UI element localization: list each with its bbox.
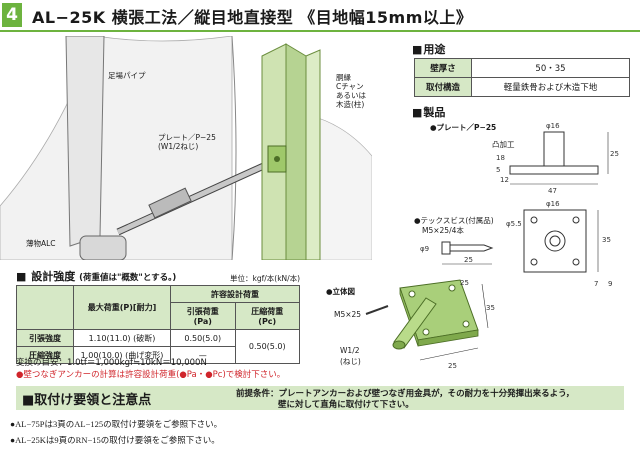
dim-35: 35 (602, 236, 611, 244)
mounting-condition-2: 壁に対して直角に取付けて下さい。 (278, 400, 414, 410)
iso-dim-25b: 25 (460, 279, 469, 287)
label-frame-1: 胴縁 (336, 73, 351, 82)
label-frame-4: 木造(柱) (336, 100, 365, 109)
pipe-clamp (79, 235, 127, 260)
dim-55: φ5.5 (506, 220, 522, 228)
label-plate-1: プレート／P−25 (158, 133, 216, 142)
iso-m5-label: M5×25 (334, 310, 362, 319)
cell-tension: 0.50(5.0) (170, 329, 236, 347)
usage-label: 壁厚さ (414, 58, 472, 78)
dim-7: 7 (594, 280, 598, 288)
mounting-title: 取付け要領と注意点 (22, 389, 151, 408)
iso-w2-label: (ねじ) (340, 357, 361, 366)
dim-47: 47 (548, 187, 557, 195)
tie-nut (148, 187, 192, 219)
mounting-note: ●AL−25Kは9頁のRN−15の取付け要領をご参照下さい。 (10, 435, 220, 445)
label-scaffold-pipe: 足場パイプ (108, 71, 146, 80)
label-frame-2: Cチャン (336, 82, 364, 91)
usage-table: 壁厚さ 50・35 取付構造 軽量鉄骨および木造下地 (414, 58, 630, 97)
installation-illustration (0, 36, 372, 260)
dim-9: φ9 (420, 245, 429, 253)
page-title: AL−25K 横張工法／縦目地直接型 《目地幅15mm以上》 (32, 8, 473, 27)
dim-25a: 25 (610, 150, 619, 158)
mounting-note: ●AL−75Pは3頁のAL−125の取付け要領をご参照下さい。 (10, 419, 223, 429)
label-plate-2: (W1/2ねじ) (158, 142, 199, 151)
row-label: 圧縮強度 (16, 346, 74, 364)
screw-label-2: M5×25/4本 (422, 226, 464, 235)
section-number-badge: 4 (2, 3, 22, 27)
table-row: 引張強度 1.10(11.0) (破断) 0.50(5.0) 0.50(5.0) (16, 329, 300, 364)
scaffold-pipe (65, 36, 105, 247)
dim-16a: φ16 (546, 122, 560, 130)
tie-rod (116, 161, 270, 235)
plate-boss (543, 131, 565, 167)
strength-subtitle: (荷重値は"概数"とする。) (79, 273, 177, 283)
strength-title: 設計強度 (荷重値は"概数"とする。) (16, 268, 176, 284)
tex-screw-drawing: φ9 25 (420, 241, 494, 265)
dim-5: 5 (496, 166, 500, 174)
col-tension: 引張荷重 (Pa) (170, 302, 236, 330)
plate-base (509, 165, 599, 175)
usage-value: 50・35 (471, 58, 630, 78)
screw-label-1: ●テックスビス(付属品) (414, 216, 494, 225)
table-row: 圧縮強度 1.00(10.0) (曲げ変形) — (16, 346, 300, 364)
strength-table: 最大荷重(P)[耐力] 許容設計荷重 引張荷重 (Pa) 圧縮荷重 (Pc) 引… (16, 285, 300, 364)
dim-12: 12 (500, 176, 509, 184)
dim-16b: φ16 (546, 200, 560, 208)
col-tension-label: 引張荷重 (186, 307, 219, 316)
dim-9b: 9 (608, 280, 612, 288)
usage-label: 取付構造 (414, 77, 472, 97)
usage-value: 軽量鉄骨および木造下地 (471, 77, 630, 97)
cell-max: 1.10(11.0) (破断) (73, 329, 171, 347)
col-allow: 許容設計荷重 (170, 285, 300, 303)
iso-dim-35: 35 (486, 304, 495, 312)
cell-comp: 0.50(5.0) (234, 329, 300, 364)
col-max: 最大荷重(P)[耐力] (73, 285, 171, 330)
cell-tension: — (170, 346, 236, 364)
plate-drawings: φ16 25 18 5 12 47 φ16 φ5.5 35 7 9 (496, 122, 619, 288)
page-header (0, 0, 640, 32)
row-label: 引張強度 (16, 329, 74, 347)
label-frame-3: あるいは (336, 91, 366, 100)
calc-note: ●壁つなぎアンカーの計算は許容設計荷重(●Pa・●Pc)で検討下さい。 (16, 370, 286, 380)
product-title: 製品 (412, 104, 445, 120)
header-blank (16, 285, 74, 330)
isometric-view: 25 35 25 (365, 279, 495, 370)
label-alc: 薄物ALC (26, 239, 56, 248)
mounting-condition-1: 前提条件：プレートアンカーおよび壁つなぎ用金具が，その耐力を十分発揮出来るよう， (236, 389, 575, 399)
strength-title-text: 設計強度 (31, 270, 76, 283)
col-comp: 圧縮荷重 (Pc) (234, 302, 300, 330)
plate-label: ●プレート／P−25 (430, 123, 497, 132)
cell-max: 1.00(10.0) (曲げ変形) (73, 346, 171, 364)
usage-title: 用途 (412, 41, 445, 57)
dim-18: 18 (496, 154, 505, 162)
convex-label: 凸加工 (492, 140, 515, 149)
col-comp-unit: (Pc) (258, 317, 277, 326)
usage-row: 取付構造 軽量鉄骨および木造下地 (414, 77, 630, 97)
usage-row: 壁厚さ 50・35 (414, 58, 630, 78)
iso-boss (393, 297, 437, 349)
col-comp-label: 圧縮荷重 (251, 307, 284, 316)
conversion-note: 変換の目安：1.0tf＝1,000kgf≒10kN＝10,000N (16, 358, 207, 368)
iso-label: ●立体図 (326, 287, 356, 296)
iso-dim-25a: 25 (448, 362, 457, 370)
col-tension-unit: (Pa) (193, 317, 212, 326)
dim-25b: 25 (464, 256, 473, 264)
iso-w1-label: W1/2 (340, 346, 360, 355)
strength-unit: 単位：kgf/本(kN/本) (230, 274, 301, 283)
